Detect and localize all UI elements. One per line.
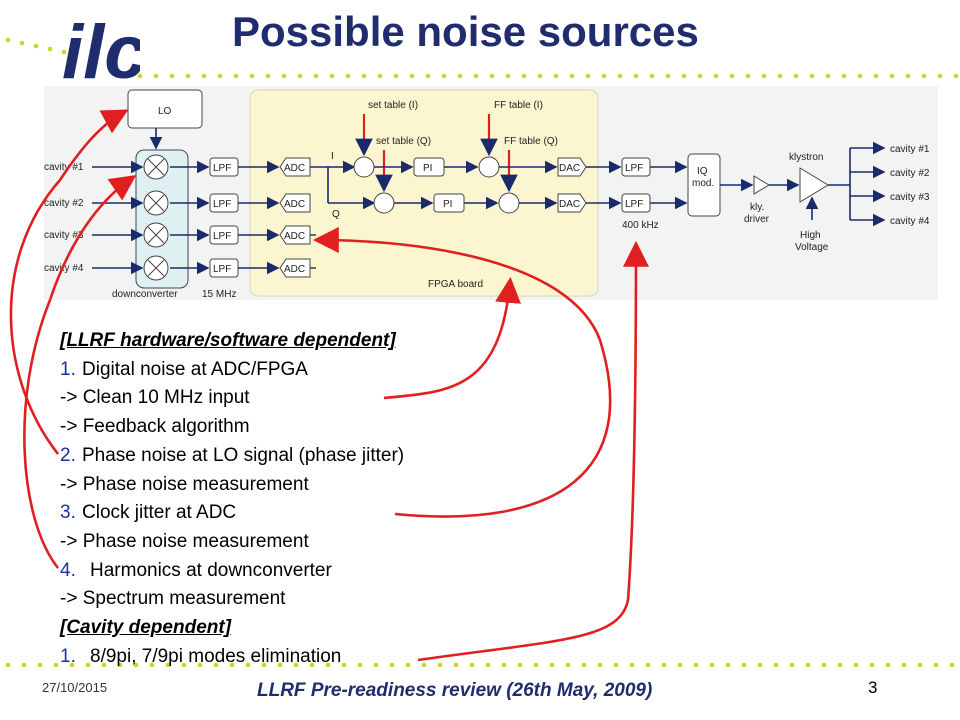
ilc-logo: ilc	[62, 10, 140, 90]
logo-text: ilc	[62, 10, 140, 90]
list-item: 3. Clock jitter at ADC	[60, 499, 580, 528]
list-item: 2. Phase noise at LO signal (phase jitter…	[60, 442, 580, 471]
pi-i-label: PI	[423, 163, 432, 174]
section-header-hardware: [LLRF hardware/software dependent]	[60, 330, 396, 351]
list-item: -> Phase noise measurement	[60, 528, 580, 557]
item-number: 3.	[60, 502, 76, 524]
item-number: 4.	[60, 559, 76, 581]
cavity-input-2: cavity #2	[44, 198, 84, 209]
item-text: Digital noise at ADC/FPGA	[82, 358, 308, 380]
set-table-q-label: set table (Q)	[376, 136, 431, 147]
lpf-out-freq-label: 400 kHz	[622, 220, 659, 231]
klystron	[799, 167, 829, 203]
cavity-output-2: cavity #2	[890, 168, 930, 179]
item-text: Harmonics at downconverter	[90, 559, 332, 581]
cavity-output-3: cavity #3	[890, 192, 930, 203]
klystron-driver	[753, 175, 770, 195]
high-voltage-label-1: High	[800, 230, 821, 241]
list-item: 1. 8/9pi, 7/9pi modes elimination	[60, 643, 580, 672]
adc-1-label: ADC	[284, 163, 305, 174]
set-table-i-label: set table (I)	[368, 100, 418, 111]
high-voltage-label-2: Voltage	[795, 242, 829, 253]
footer-title: LLRF Pre-readiness review (26th May, 200…	[257, 680, 653, 701]
item-text: Clock jitter at ADC	[82, 502, 237, 524]
page-number: 3	[868, 678, 878, 697]
lpf-out-i-label: LPF	[625, 163, 643, 174]
item-text: Phase noise at LO signal (phase jitter)	[82, 444, 405, 466]
dac-i-label: DAC	[559, 163, 580, 174]
lpf-freq-label: 15 MHz	[202, 289, 236, 300]
downconverter-label: downconverter	[112, 289, 178, 300]
item-number: 2.	[60, 444, 76, 466]
i-label: I	[331, 151, 334, 162]
lpf-3-label: LPF	[213, 231, 231, 242]
adc-3-label: ADC	[284, 231, 305, 242]
list-item: 1. Digital noise at ADC/FPGA	[60, 356, 580, 385]
llrf-block-diagram: FPGA board LO downconverter 15 MHz cavit…	[44, 86, 938, 300]
cavity-input-1: cavity #1	[44, 162, 84, 173]
cavity-output-1: cavity #1	[890, 144, 930, 155]
cavity-input-4: cavity #4	[44, 263, 84, 274]
lpf-4-label: LPF	[213, 264, 231, 275]
pi-q-label: PI	[443, 199, 452, 210]
section-header-cavity: [Cavity dependent]	[60, 617, 232, 639]
adc-2-label: ADC	[284, 199, 305, 210]
item-text: -> Feedback algorithm	[60, 416, 250, 438]
ff-table-i-label: FF table (I)	[494, 100, 543, 111]
footer-date: 27/10/2015	[42, 680, 108, 695]
lo-block	[127, 89, 203, 129]
lpf-out-q-label: LPF	[625, 199, 643, 210]
item-number: 1.	[60, 358, 76, 380]
kly-driver-label-2: driver	[744, 214, 770, 225]
item-number: 1.	[60, 645, 76, 667]
item-text: -> Phase noise measurement	[60, 530, 309, 552]
item-text: -> Spectrum measurement	[60, 588, 286, 610]
ff-table-q-label: FF table (Q)	[504, 136, 558, 147]
fpga-label: FPGA board	[428, 279, 483, 290]
iq-mod-label-2: mod.	[692, 178, 714, 189]
iq-mod-label-1: IQ	[697, 166, 708, 177]
list-item: -> Phase noise measurement	[60, 471, 580, 500]
page-title: Possible noise sources	[232, 8, 699, 55]
klystron-label: klystron	[789, 152, 823, 163]
item-text: -> Phase noise measurement	[60, 473, 309, 495]
lpf-1-label: LPF	[213, 163, 231, 174]
lpf-2-label: LPF	[213, 199, 231, 210]
adc-4-label: ADC	[284, 264, 305, 275]
dac-q-label: DAC	[559, 199, 580, 210]
list-item: -> Spectrum measurement	[60, 585, 580, 614]
cavity-input-3: cavity #3	[44, 230, 84, 241]
noise-sources-list: [LLRF hardware/software dependent] 1. Dig…	[60, 327, 580, 671]
downconverter-block	[135, 149, 189, 289]
item-text: 8/9pi, 7/9pi modes elimination	[90, 645, 342, 667]
q-label: Q	[332, 209, 340, 220]
lo-label: LO	[158, 106, 172, 117]
list-item: -> Feedback algorithm	[60, 413, 580, 442]
list-item: 4. Harmonics at downconverter	[60, 557, 580, 586]
item-text: -> Clean 10 MHz input	[60, 387, 250, 409]
kly-driver-label-1: kly.	[750, 202, 764, 213]
cavity-output-4: cavity #4	[890, 216, 930, 227]
list-item: -> Clean 10 MHz input	[60, 384, 580, 413]
